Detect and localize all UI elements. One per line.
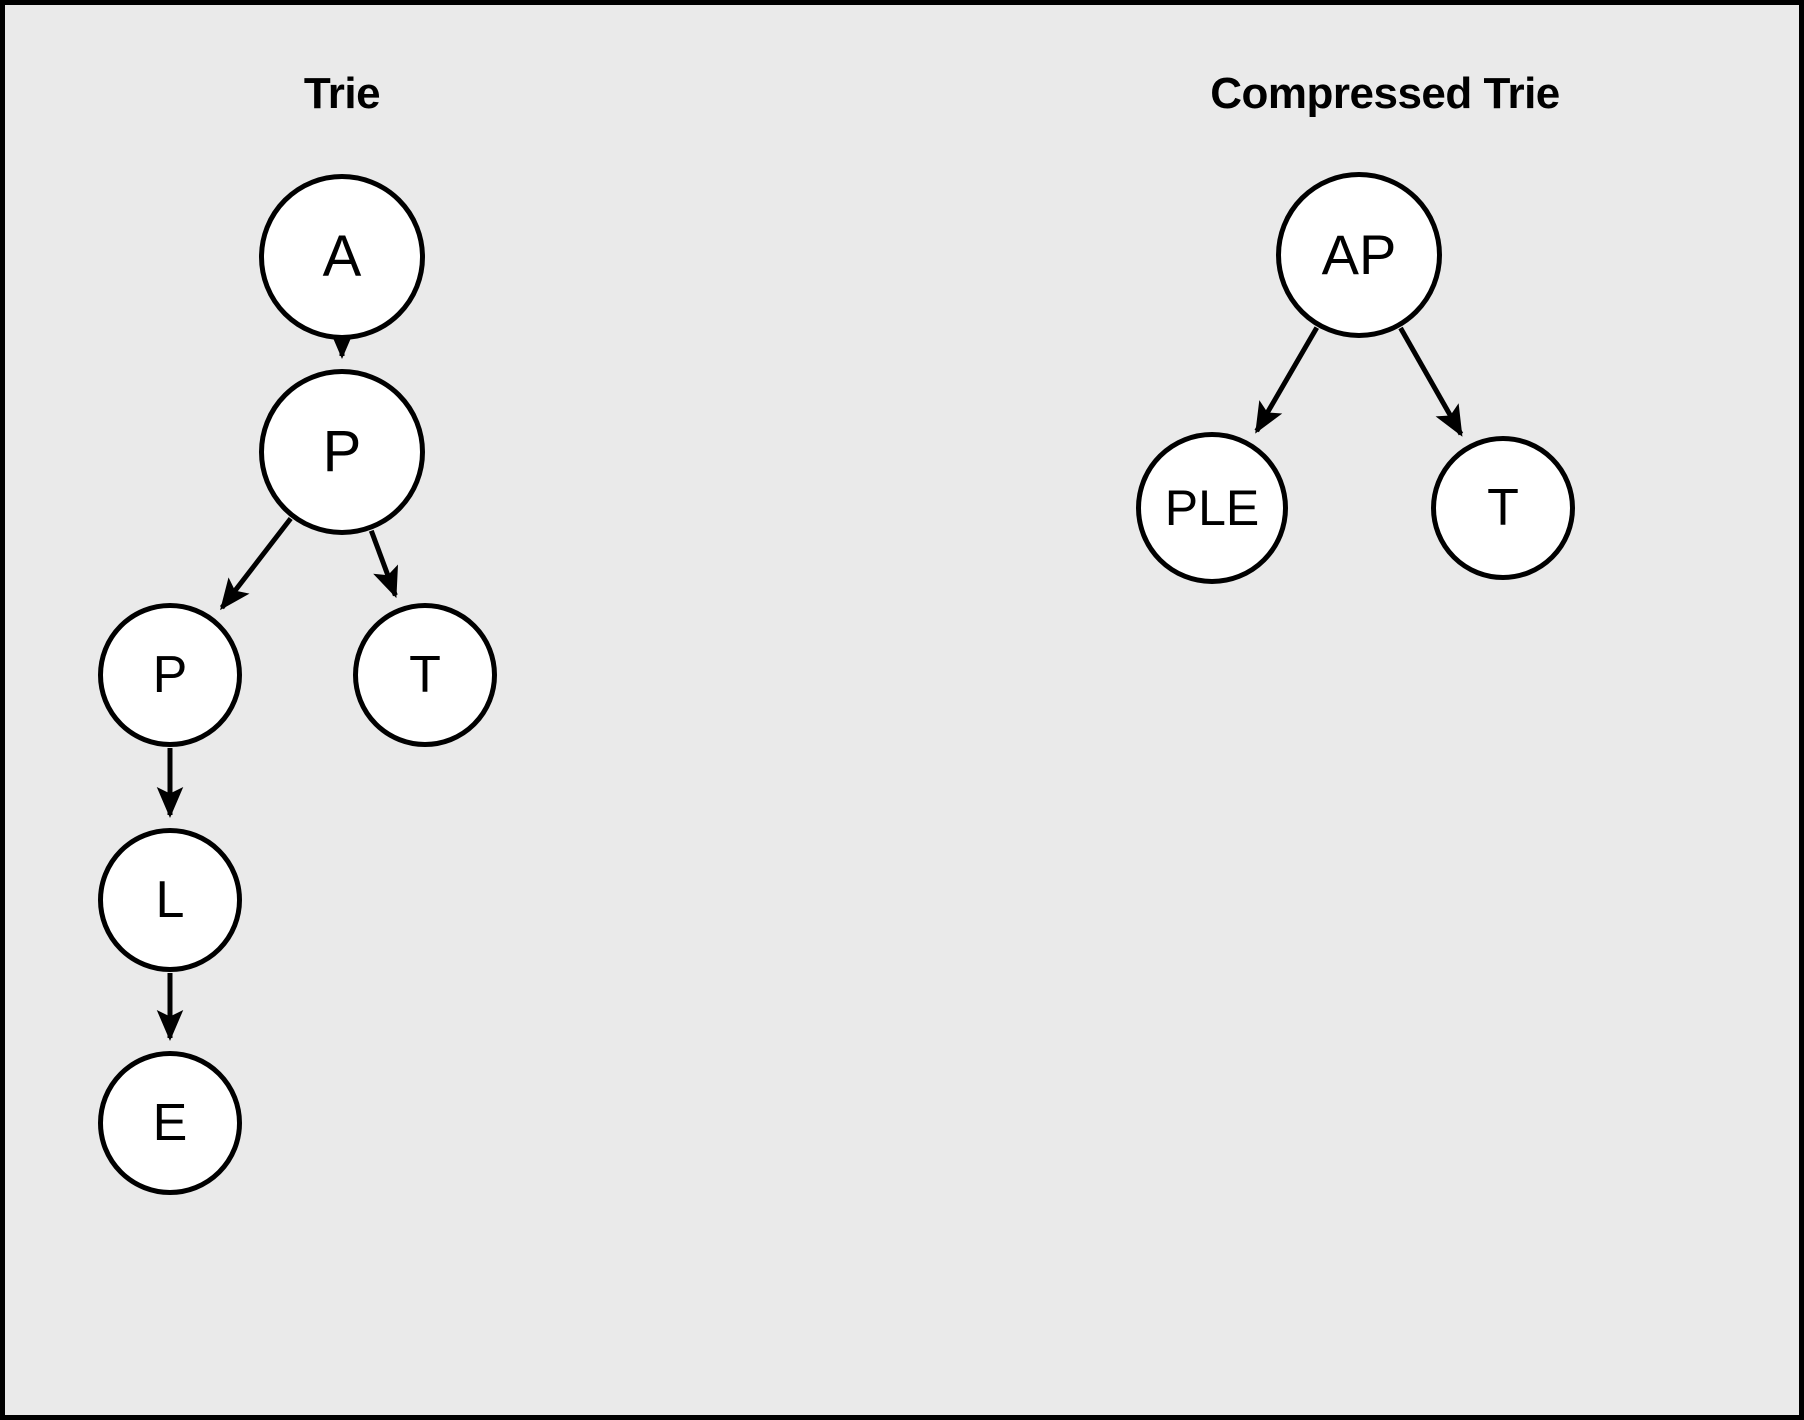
node-label: P: [322, 419, 362, 484]
node-t-t[interactable]: T: [353, 603, 497, 747]
node-c-ple[interactable]: PLE: [1136, 432, 1288, 584]
node-label: AP: [1321, 223, 1397, 286]
node-label: T: [1487, 479, 1519, 537]
node-label: PLE: [1164, 480, 1260, 536]
edge-c-ap-to-c-ple: [1254, 326, 1319, 434]
edge-t-p1-to-t-p2: [219, 516, 293, 611]
panel-title-compressed-trie: Compressed Trie: [1210, 69, 1560, 118]
edge-c-ap-to-c-t: [1398, 326, 1464, 437]
node-t-a[interactable]: A: [259, 174, 425, 340]
node-label: A: [322, 224, 362, 289]
node-t-l[interactable]: L: [98, 828, 242, 972]
edge-t-p1-to-t-t: [368, 529, 399, 599]
node-t-p2[interactable]: P: [98, 603, 242, 747]
node-c-ap[interactable]: AP: [1276, 172, 1442, 338]
node-label: L: [155, 871, 185, 929]
node-label: E: [152, 1094, 188, 1152]
node-label: T: [409, 646, 441, 704]
node-label: P: [152, 646, 188, 704]
node-t-p1[interactable]: P: [259, 369, 425, 535]
panel-title-trie: Trie: [303, 69, 381, 118]
node-c-t[interactable]: T: [1431, 436, 1575, 580]
node-t-e[interactable]: E: [98, 1051, 242, 1195]
